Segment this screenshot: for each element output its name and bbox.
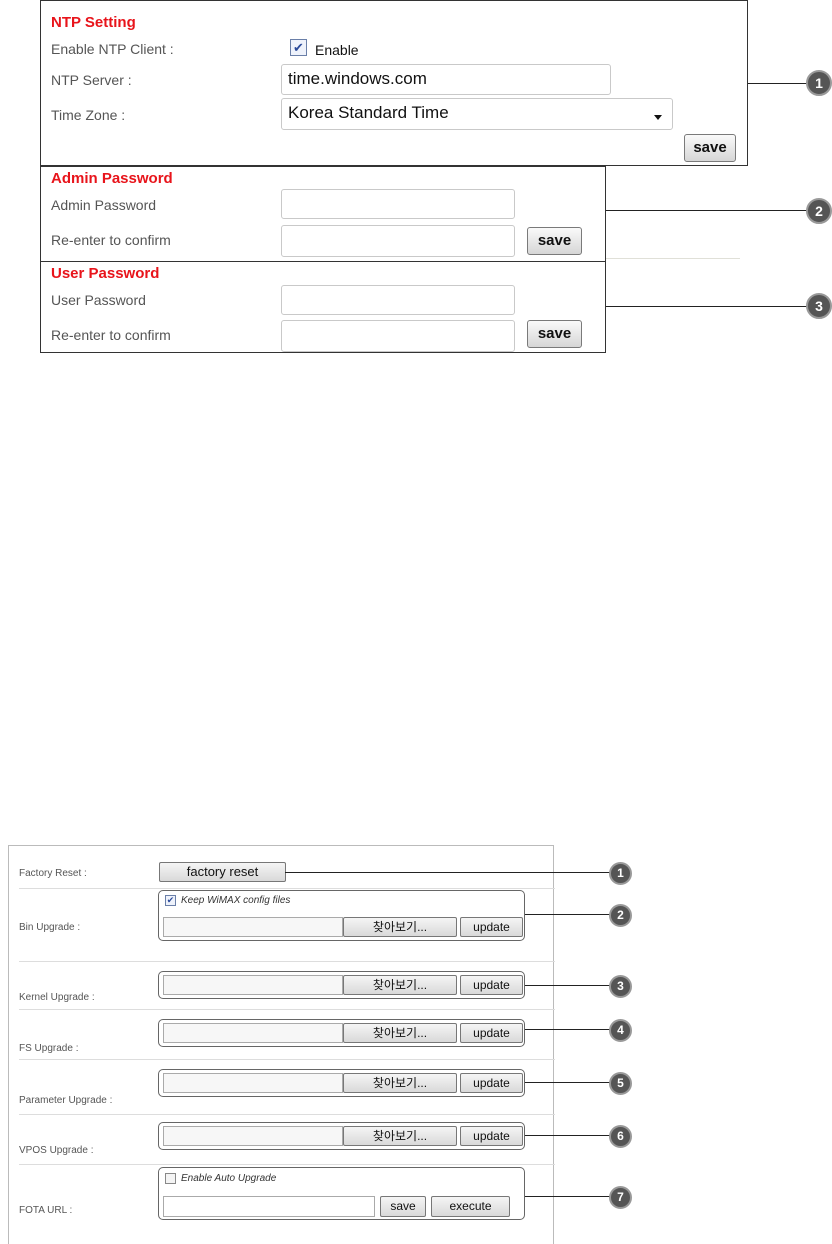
bin-browse-button[interactable]: 찾아보기... xyxy=(343,917,457,937)
kernel-browse-button[interactable]: 찾아보기... xyxy=(343,975,457,995)
divider xyxy=(606,258,740,259)
parameter-update-button[interactable]: update xyxy=(460,1073,523,1093)
callout-line-b7 xyxy=(525,1196,611,1197)
vpos-upgrade-group: 찾아보기... update xyxy=(158,1122,525,1150)
admin-password-input[interactable] xyxy=(281,189,515,219)
user-password-panel: User Password User Password Re-enter to … xyxy=(40,261,606,353)
fs-upgrade-label: FS Upgrade : xyxy=(19,1043,79,1054)
fota-execute-button[interactable]: execute xyxy=(431,1196,510,1217)
callout-badge-1: 1 xyxy=(806,70,832,96)
callout-line-b4 xyxy=(525,1029,611,1030)
callout-line-b2 xyxy=(525,914,611,915)
time-zone-value: Korea Standard Time xyxy=(288,103,449,122)
callout-badge-3: 3 xyxy=(806,293,832,319)
fs-browse-button[interactable]: 찾아보기... xyxy=(343,1023,457,1043)
fs-update-button[interactable]: update xyxy=(460,1023,523,1043)
fota-group: Enable Auto Upgrade save execute xyxy=(158,1167,525,1220)
enable-ntp-label: Enable NTP Client : xyxy=(51,41,174,57)
vpos-update-button[interactable]: update xyxy=(460,1126,523,1146)
fota-url-input[interactable] xyxy=(163,1196,375,1217)
vpos-browse-button[interactable]: 찾아보기... xyxy=(343,1126,457,1146)
parameter-upgrade-group: 찾아보기... update xyxy=(158,1069,525,1097)
enable-ntp-checkbox[interactable]: ✔ xyxy=(290,39,307,56)
callout-badge-b6: 6 xyxy=(609,1125,632,1148)
time-zone-label: Time Zone : xyxy=(51,107,126,123)
user-password-label: User Password xyxy=(51,292,146,308)
chevron-down-icon xyxy=(654,115,662,120)
vpos-file-path[interactable] xyxy=(163,1126,343,1146)
parameter-file-path[interactable] xyxy=(163,1073,343,1093)
auto-upgrade-text: Enable Auto Upgrade xyxy=(181,1173,277,1184)
fs-file-path[interactable] xyxy=(163,1023,343,1043)
admin-confirm-label: Re-enter to confirm xyxy=(51,232,171,248)
kernel-file-path[interactable] xyxy=(163,975,343,995)
user-save-button[interactable]: save xyxy=(527,320,582,348)
auto-upgrade-checkbox[interactable] xyxy=(165,1173,176,1184)
user-confirm-label: Re-enter to confirm xyxy=(51,327,171,343)
factory-reset-button[interactable]: factory reset xyxy=(159,862,286,882)
parameter-upgrade-label: Parameter Upgrade : xyxy=(19,1095,113,1106)
callout-line-b6 xyxy=(525,1135,611,1136)
factory-reset-label: Factory Reset : xyxy=(19,868,87,879)
enable-text: Enable xyxy=(315,42,359,58)
kernel-upgrade-group: 찾아보기... update xyxy=(158,971,525,999)
callout-line-1 xyxy=(748,83,810,84)
user-password-input[interactable] xyxy=(281,285,515,315)
admin-password-label: Admin Password xyxy=(51,197,157,213)
callout-line-b3 xyxy=(525,985,611,986)
admin-section-title: Admin Password xyxy=(51,170,173,187)
bin-upgrade-group: ✔ Keep WiMAX config files 찾아보기... update xyxy=(158,890,525,941)
callout-badge-b4: 4 xyxy=(609,1019,632,1042)
upgrade-panel: Factory Reset : factory reset ✔ Keep WiM… xyxy=(8,845,555,1244)
ntp-setting-panel: NTP Setting Enable NTP Client : ✔ Enable… xyxy=(40,0,748,166)
bin-update-button[interactable]: update xyxy=(460,917,523,937)
bin-file-path[interactable] xyxy=(163,917,343,937)
user-section-title: User Password xyxy=(51,265,160,282)
parameter-browse-button[interactable]: 찾아보기... xyxy=(343,1073,457,1093)
time-zone-select[interactable]: Korea Standard Time xyxy=(281,98,673,130)
ntp-save-button[interactable]: save xyxy=(684,134,736,162)
callout-badge-b7: 7 xyxy=(609,1186,632,1209)
ntp-server-input[interactable]: time.windows.com xyxy=(281,64,611,95)
user-confirm-input[interactable] xyxy=(281,320,515,352)
admin-save-button[interactable]: save xyxy=(527,227,582,255)
vpos-upgrade-label: VPOS Upgrade : xyxy=(19,1145,94,1156)
callout-line-b5 xyxy=(525,1082,611,1083)
keep-config-checkbox[interactable]: ✔ xyxy=(165,895,176,906)
ntp-server-label: NTP Server : xyxy=(51,72,132,88)
bin-upgrade-label: Bin Upgrade : xyxy=(19,922,81,933)
callout-line-b1 xyxy=(285,872,611,873)
keep-config-text: Keep WiMAX config files xyxy=(181,895,291,906)
callout-line-3 xyxy=(606,306,810,307)
callout-badge-2: 2 xyxy=(806,198,832,224)
kernel-update-button[interactable]: update xyxy=(460,975,523,995)
callout-badge-b5: 5 xyxy=(609,1072,632,1095)
ntp-section-title: NTP Setting xyxy=(51,14,136,31)
callout-badge-b3: 3 xyxy=(609,975,632,998)
admin-password-panel: Admin Password Admin Password Re-enter t… xyxy=(40,166,606,262)
fota-save-button[interactable]: save xyxy=(380,1196,426,1217)
callout-badge-b1: 1 xyxy=(609,862,632,885)
fs-upgrade-group: 찾아보기... update xyxy=(158,1019,525,1047)
callout-line-2 xyxy=(606,210,810,211)
kernel-upgrade-label: Kernel Upgrade : xyxy=(19,992,95,1003)
callout-badge-b2: 2 xyxy=(609,904,632,927)
admin-confirm-input[interactable] xyxy=(281,225,515,257)
fota-url-label: FOTA URL : xyxy=(19,1205,73,1216)
